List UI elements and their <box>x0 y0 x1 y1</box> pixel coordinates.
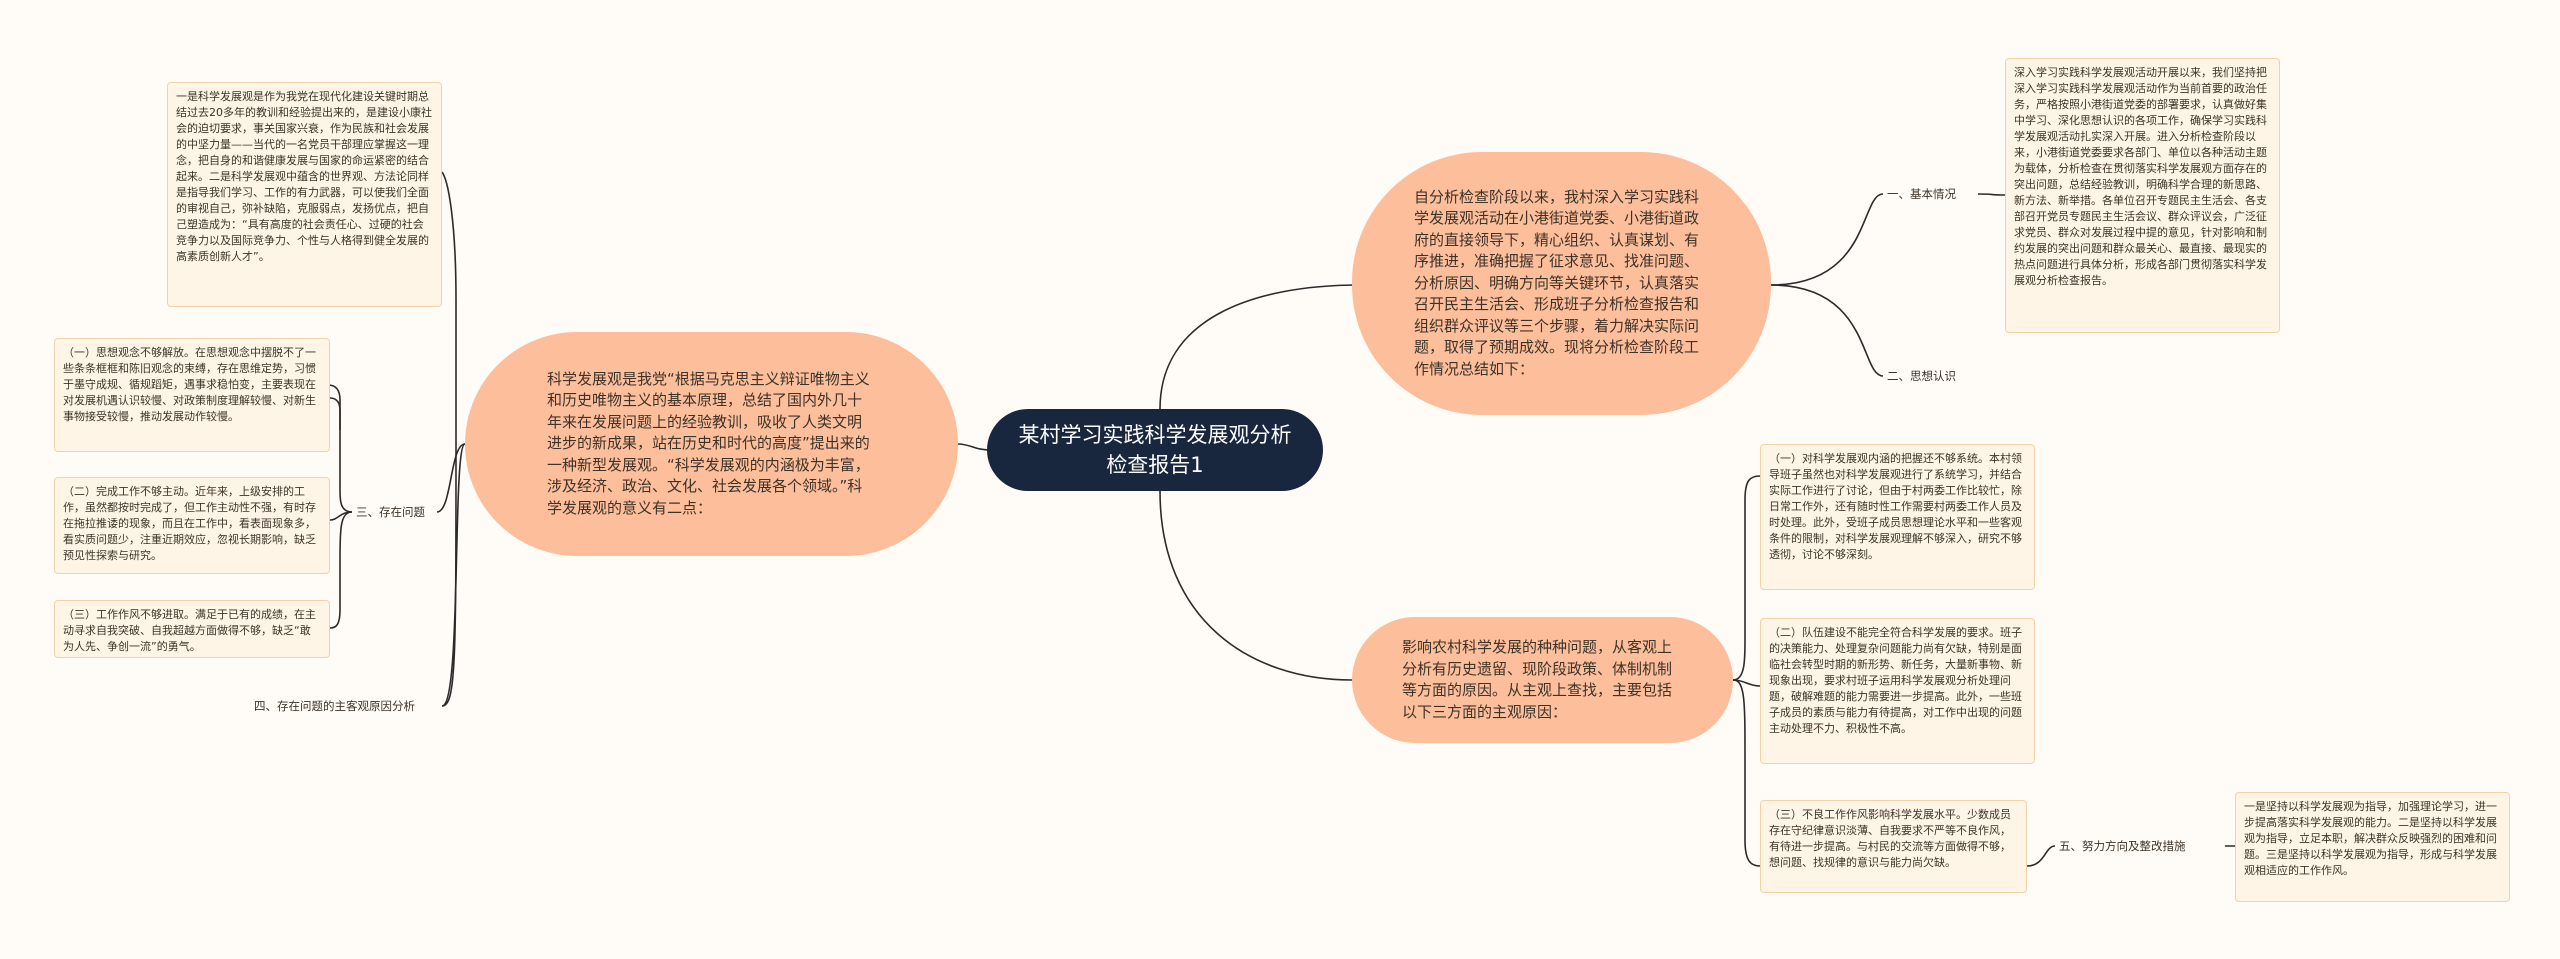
topic-scientific-development-concept[interactable]: 科学发展观是我党“根据马克思主义辩证唯物主义和历史唯物主义的基本原理，总结了国内… <box>465 332 958 556</box>
link-cause-bracket <box>1732 475 1761 681</box>
link-cause3-direction <box>2026 845 2056 867</box>
cause-3-text: （三）不良工作作风影响科学发展水平。少数成员存在守纪律意识淡薄、自我要求不严等不… <box>1769 808 2011 869</box>
basic-situation-text: 深入学习实践科学发展观活动开展以来，我们坚持把深入学习实践科学发展观活动作为当前… <box>2014 66 2267 287</box>
link-cause-3 <box>1732 679 1761 867</box>
problem-2-text: （二）完成工作不够主动。近年来，上级安排的工作，虽然都按时完成了，但工作主动性不… <box>63 485 316 562</box>
direction-text: 一是坚持以科学发展观为指导，加强理论学习，进一步提高落实科学发展观的能力。二是坚… <box>2244 800 2497 877</box>
label-subjective-causes[interactable]: 四、存在问题的主客观原因分析 <box>250 698 419 714</box>
cause-1-box[interactable]: （一）对科学发展观内涵的把握还不够系统。本村领导班子虽然也对科学发展观进行了系统… <box>1760 444 2035 590</box>
link-root-left <box>957 443 991 451</box>
link-significance <box>441 171 457 707</box>
link-problem-3 <box>329 511 353 629</box>
link-basic-box <box>1977 193 2006 196</box>
problem-1-text: （一）思想观念不够解放。在思想观念中摆脱不了一些条条框框和陈旧观念的束缚，存在思… <box>63 346 316 423</box>
root-topic[interactable]: 某村学习实践科学发展观分析检查报告1 <box>987 409 1323 491</box>
link-problem-1 <box>329 397 341 430</box>
label-existing-problems[interactable]: 三、存在问题 <box>352 504 429 520</box>
cause-2-box[interactable]: （二）队伍建设不能完全符合科学发展的要求。班子的决策能力、处理复杂问题能力尚有欠… <box>1760 618 2035 764</box>
topic-causes-analysis[interactable]: 影响农村科学发展的种种问题，从客观上分析有历史遗留、现阶段政策、体制机制等方面的… <box>1352 617 1733 743</box>
link-ideological <box>1770 284 1884 377</box>
cause-3-box[interactable]: （三）不良工作作风影响科学发展水平。少数成员存在守纪律意识淡薄、自我要求不严等不… <box>1760 800 2027 893</box>
label-basic-situation[interactable]: 一、基本情况 <box>1883 186 1960 202</box>
link-root-right-top <box>1159 284 1361 410</box>
label-direction-measures[interactable]: 五、努力方向及整改措施 <box>2055 838 2190 854</box>
problem-2-box[interactable]: （二）完成工作不够主动。近年来，上级安排的工作，虽然都按时完成了，但工作主动性不… <box>54 477 330 574</box>
topic-text: 自分析检查阶段以来，我村深入学习实践科学发展观活动在小港街道党委、小港街道政府的… <box>1414 187 1700 378</box>
root-title: 某村学习实践科学发展观分析检查报告1 <box>1018 423 1292 477</box>
link-root-right-bottom <box>1159 490 1353 681</box>
cause-2-text: （二）队伍建设不能完全符合科学发展的要求。班子的决策能力、处理复杂问题能力尚有欠… <box>1769 626 2022 735</box>
problem-3-text: （三）工作作风不够进取。满足于已有的成绩，在主动寻求自我突破、自我超越方面做得不… <box>63 608 316 653</box>
cause-1-text: （一）对科学发展观内涵的把握还不够系统。本村领导班子虽然也对科学发展观进行了系统… <box>1769 452 2022 561</box>
problem-1-box[interactable]: （一）思想观念不够解放。在思想观念中摆脱不了一些条条框框和陈旧观念的束缚，存在思… <box>54 338 330 452</box>
direction-box[interactable]: 一是坚持以科学发展观为指导，加强理论学习，进一步提高落实科学发展观的能力。二是坚… <box>2235 792 2510 902</box>
problem-3-box[interactable]: （三）工作作风不够进取。满足于已有的成绩，在主动寻求自我突破、自我超越方面做得不… <box>54 600 330 658</box>
label-ideological-understanding[interactable]: 二、思想认识 <box>1883 368 1960 384</box>
link-basic <box>1770 193 1884 286</box>
significance-text: 一是科学发展观是作为我党在现代化建设关键时期总结过去20多年的教训和经验提出来的… <box>176 90 432 263</box>
significance-box[interactable]: 一是科学发展观是作为我党在现代化建设关键时期总结过去20多年的教训和经验提出来的… <box>167 82 442 307</box>
basic-situation-box[interactable]: 深入学习实践科学发展观活动开展以来，我们坚持把深入学习实践科学发展观活动作为当前… <box>2005 58 2280 333</box>
link-left-existing <box>436 443 466 513</box>
topic-text: 科学发展观是我党“根据马克思主义辩证唯物主义和历史唯物主义的基本原理，总结了国内… <box>547 369 870 517</box>
topic-text: 影响农村科学发展的种种问题，从客观上分析有历史遗留、现阶段政策、体制机制等方面的… <box>1402 638 1673 721</box>
topic-analysis-summary[interactable]: 自分析检查阶段以来，我村深入学习实践科学发展观活动在小港街道党委、小港街道政府的… <box>1352 152 1771 415</box>
link-problems-bracket <box>327 384 353 513</box>
